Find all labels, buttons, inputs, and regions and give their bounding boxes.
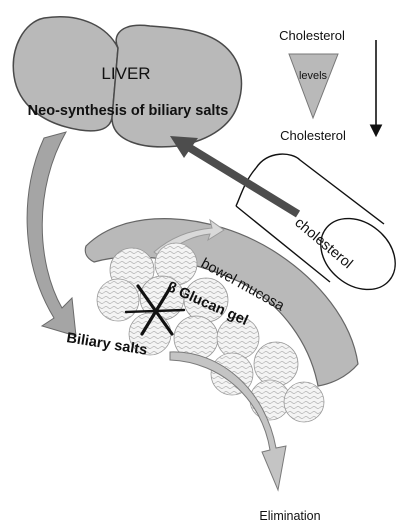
liver-right-lobe [112, 25, 241, 147]
gel-bead [97, 279, 139, 321]
gel-bead [284, 382, 324, 422]
legend-middle-label: levels [299, 70, 328, 82]
elimination-label: Elimination [259, 509, 320, 523]
bile-flow-arrow [27, 132, 76, 336]
cholesterol-levels-legend: Cholesterol levels Cholesterol [279, 28, 376, 143]
levels-triangle [289, 54, 338, 118]
gel-bead [254, 342, 298, 386]
liver-organ: LIVER Neo-synthesis of biliary salts [13, 17, 241, 147]
legend-top-label: Cholesterol [279, 28, 345, 43]
legend-bottom-label: Cholesterol [280, 128, 346, 143]
liver-process-label: Neo-synthesis of biliary salts [28, 103, 229, 119]
liver-title: LIVER [101, 64, 150, 83]
